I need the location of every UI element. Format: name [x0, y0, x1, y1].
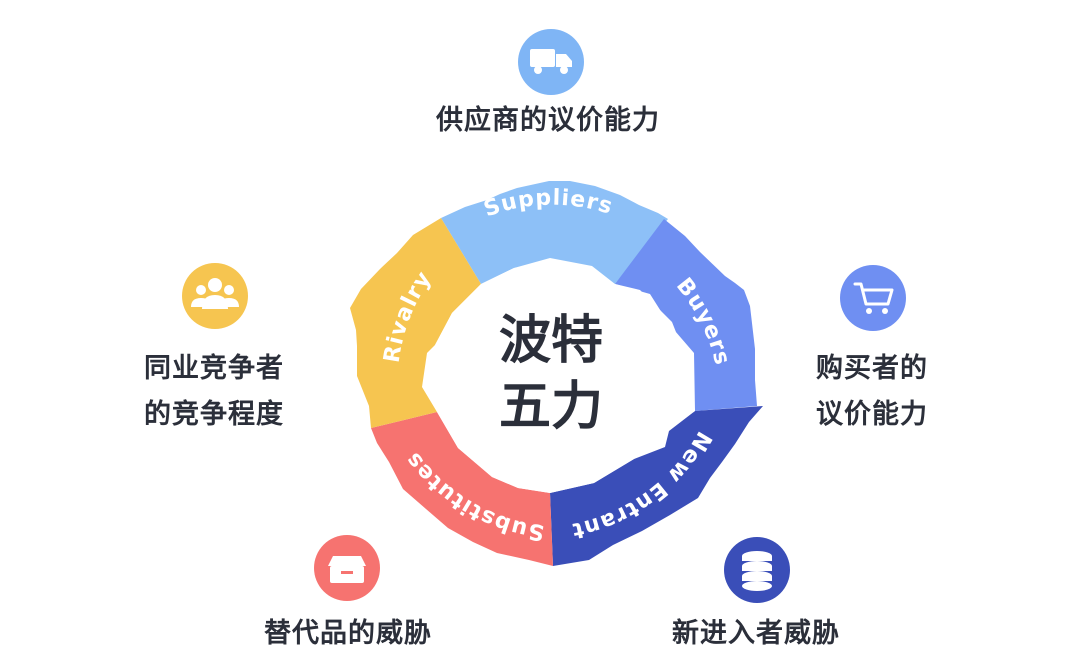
coin-stack-icon	[724, 537, 790, 603]
segment-rivalry	[350, 218, 481, 428]
segment-substitutes	[371, 412, 553, 566]
label-new-entrants: 新进入者威胁	[672, 618, 840, 649]
box-icon	[314, 535, 380, 601]
label-suppliers: 供应商的议价能力	[436, 105, 660, 136]
label-rivalry: 同业竞争者 的竞争程度	[144, 353, 284, 430]
segment-buyers	[615, 219, 757, 411]
label-substitutes: 替代品的威胁	[264, 618, 432, 649]
segment-entrants	[550, 406, 763, 566]
shopping-cart-icon	[840, 265, 906, 331]
segment-suppliers	[441, 181, 668, 284]
label-buyers: 购买者的 议价能力	[816, 353, 928, 430]
center-title-line2: 五力	[499, 377, 603, 437]
center-core	[422, 258, 695, 493]
users-icon	[182, 263, 248, 329]
truck-icon	[518, 29, 584, 95]
center-title-line1: 波特	[499, 311, 603, 371]
